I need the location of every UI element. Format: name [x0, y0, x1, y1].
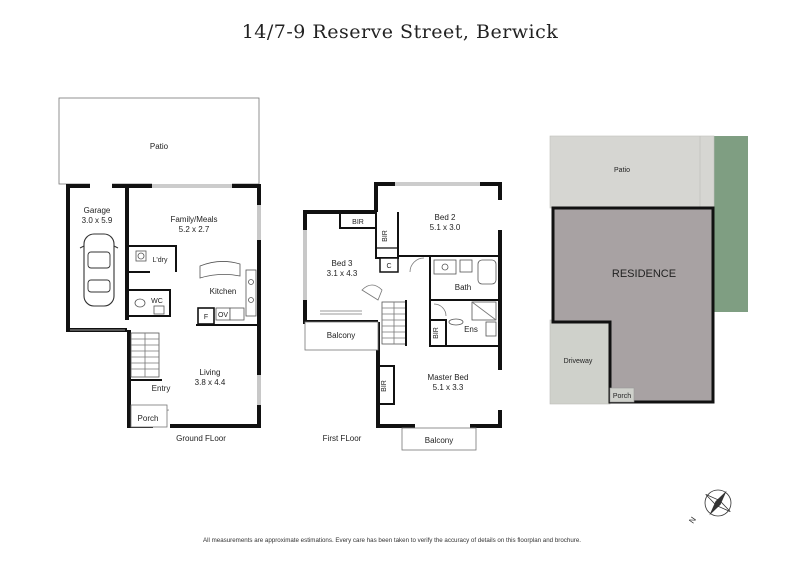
- ground-stairs: [130, 332, 160, 378]
- patio-area: [58, 97, 260, 185]
- bir-ensuite-label: BIR: [433, 327, 440, 339]
- driveway-area: [549, 319, 611, 405]
- north-compass-icon: N: [687, 489, 732, 525]
- kitchen-bench: [245, 269, 257, 317]
- linen-cupboard-label: C: [386, 263, 391, 270]
- bir-master-label: BIR: [381, 380, 388, 392]
- bath-label: Bath: [455, 283, 471, 292]
- residence-label: RESIDENCE: [612, 268, 676, 280]
- ground-porch: [130, 404, 168, 428]
- bir-bed2-label: BIR: [382, 230, 389, 242]
- fridge-label: F: [204, 314, 208, 321]
- first-floor-caption: First FLoor: [323, 434, 362, 443]
- ensuite-label: Ens: [464, 325, 478, 334]
- oven-label: OV: [218, 312, 228, 319]
- family-meals-size: 5.2 x 2.7: [179, 225, 210, 234]
- balcony-left-label: Balcony: [327, 331, 355, 340]
- garage-label: Garage: [84, 206, 111, 215]
- toilet-icon: [134, 298, 146, 308]
- site-patio-label: Patio: [614, 167, 630, 174]
- bathtub: [477, 259, 497, 285]
- page-title: 14/7-9 Reserve Street, Berwick: [242, 21, 559, 43]
- family-meals-label: Family/Meals: [170, 215, 217, 224]
- living-size: 3.8 x 4.4: [195, 378, 226, 387]
- master-bed-label: Master Bed: [428, 373, 469, 382]
- garden-area: [714, 136, 748, 312]
- garage-size: 3.0 x 5.9: [82, 216, 113, 225]
- wc-label: WC: [151, 298, 163, 305]
- disclaimer-text: All measurements are approximate estimat…: [203, 537, 581, 544]
- kitchen-island: [199, 261, 241, 279]
- kitchen-label: Kitchen: [210, 287, 237, 296]
- site-porch-label: Porch: [613, 393, 631, 400]
- first-stairs: [381, 301, 407, 345]
- first-floor-plan: BIR Bed 3 3.1 x 4.3 BIR Bed 2 5.1 x 3.0 …: [302, 181, 503, 451]
- master-bed-size: 5.1 x 3.3: [433, 383, 464, 392]
- first-floor-walls: [374, 182, 502, 260]
- site-plan: Patio Driveway RESIDENCE Porch: [549, 135, 748, 405]
- driveway-label: Driveway: [564, 358, 593, 365]
- balcony-bottom-label: Balcony: [425, 436, 453, 445]
- car-icon: [79, 233, 119, 307]
- patio-label: Patio: [150, 142, 169, 151]
- ground-floor-plan: Patio Garage 3.0 x 5.9 Family/Meals 5.2: [58, 97, 262, 443]
- bed3-label: Bed 3: [332, 259, 353, 268]
- bed3-size: 3.1 x 4.3: [327, 269, 358, 278]
- site-porch: [609, 387, 635, 403]
- balcony-bottom: [401, 427, 477, 451]
- ground-floor-caption: Ground FLoor: [176, 434, 226, 443]
- north-label: N: [687, 515, 698, 525]
- living-label: Living: [200, 368, 221, 377]
- bir-bed3-label: BIR: [352, 219, 364, 226]
- site-patio-area: [549, 135, 715, 209]
- laundry-label: L'dry: [153, 257, 168, 264]
- entry-label: Entry: [152, 384, 171, 393]
- bed2-label: Bed 2: [435, 213, 456, 222]
- ground-porch-label: Porch: [138, 414, 159, 423]
- bed2-size: 5.1 x 3.0: [430, 223, 461, 232]
- balcony-left: [304, 321, 379, 351]
